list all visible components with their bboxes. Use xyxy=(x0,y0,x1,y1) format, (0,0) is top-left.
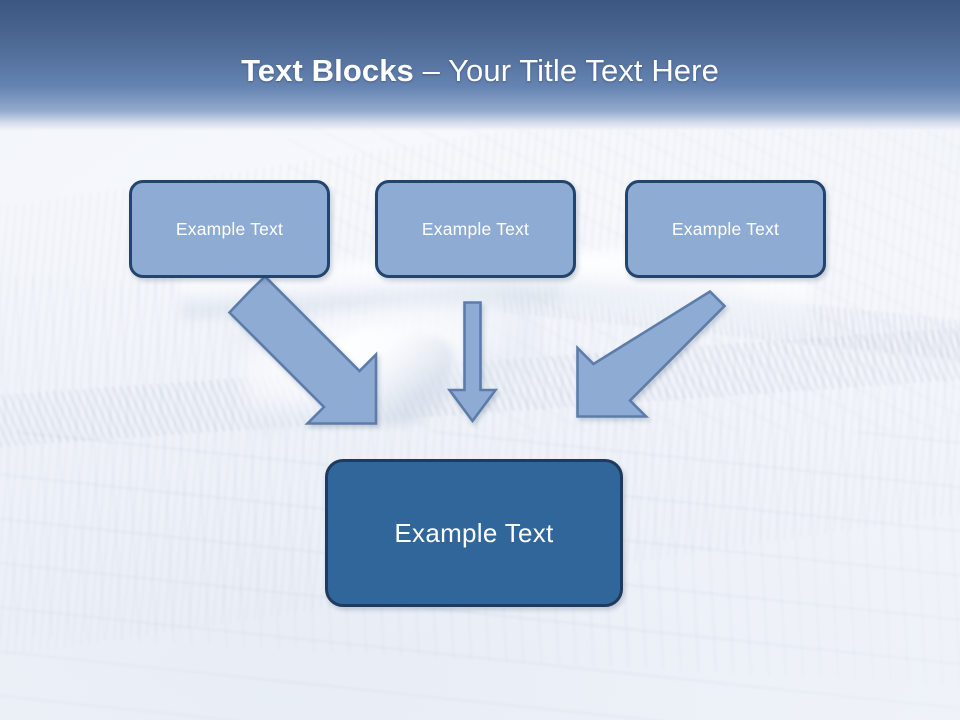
page-title: Text Blocks – Your Title Text Here xyxy=(0,52,960,90)
text-block-1-label: Example Text xyxy=(175,218,284,239)
text-block-result-label: Example Text xyxy=(394,517,554,548)
page-title-bold: Text Blocks xyxy=(241,53,414,88)
page-title-separator: – xyxy=(413,53,449,88)
text-block-3[interactable]: Example Text xyxy=(625,180,826,278)
text-block-result[interactable]: Example Text xyxy=(325,459,623,607)
text-block-1[interactable]: Example Text xyxy=(129,180,330,278)
text-block-3-label: Example Text xyxy=(671,218,780,239)
text-block-2-label: Example Text xyxy=(421,218,530,239)
page-title-regular: Your Title Text Here xyxy=(448,53,719,88)
header-band xyxy=(0,0,960,132)
text-block-2[interactable]: Example Text xyxy=(375,180,576,278)
